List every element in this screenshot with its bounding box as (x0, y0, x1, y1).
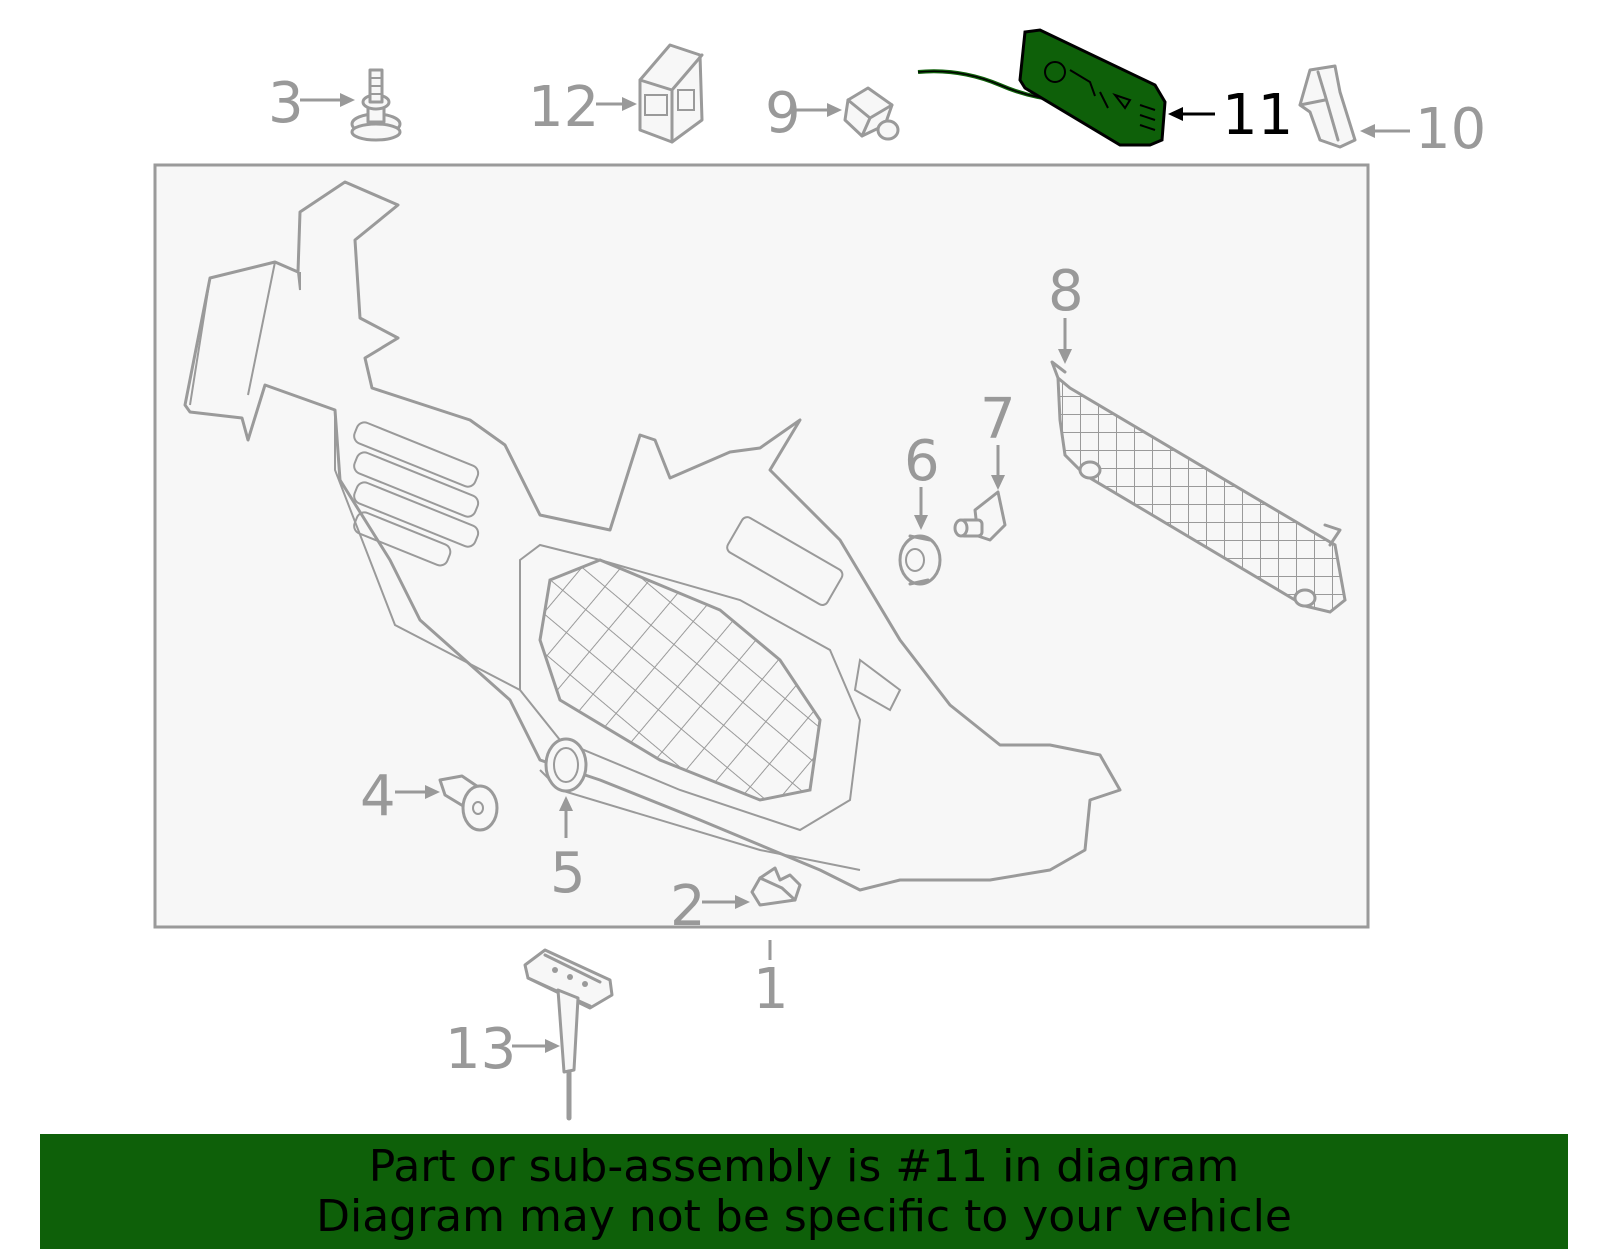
callout-11: 11 (1222, 83, 1293, 148)
callout-1: 1 (753, 957, 789, 1022)
part-4-fastener[interactable] (438, 774, 499, 832)
part-10-bracket[interactable] (1298, 64, 1357, 149)
callout-12: 12 (528, 75, 599, 140)
callout-10: 10 (1415, 97, 1486, 162)
part-8-cargo-net[interactable] (1050, 360, 1347, 614)
part-5-washer[interactable] (544, 737, 588, 793)
callout-2: 2 (670, 874, 706, 939)
panel-mesh-pocket (538, 558, 822, 802)
part-9-pin[interactable] (843, 86, 900, 141)
callout-7: 7 (980, 387, 1016, 452)
banner-line-1: Part or sub-assembly is #11 in diagram (368, 1141, 1240, 1192)
leader-lines (300, 93, 1410, 1053)
part-13-tool[interactable] (523, 948, 614, 1121)
part-3-bolt[interactable] (350, 68, 402, 142)
part-6-grommet[interactable] (898, 534, 942, 586)
banner-line-2: Diagram may not be specific to your vehi… (316, 1191, 1292, 1242)
info-banner: Part or sub-assembly is #11 in diagram D… (40, 1134, 1568, 1249)
callout-9: 9 (765, 81, 801, 146)
part-7-push-clip[interactable] (953, 490, 1007, 542)
callout-6: 6 (904, 429, 940, 494)
callout-5: 5 (550, 841, 586, 906)
callout-labels: 3 12 9 11 10 8 6 7 4 5 2 1 13 (268, 71, 1486, 1082)
panel-vent-slots (353, 421, 480, 567)
part-2-clip[interactable] (750, 866, 802, 907)
part-1-trim-panel[interactable] (183, 180, 1122, 892)
part-11-module[interactable] (917, 28, 1167, 147)
callout-3: 3 (268, 71, 304, 136)
callout-4: 4 (360, 764, 396, 829)
callout-13: 13 (445, 1017, 516, 1082)
callout-8: 8 (1048, 259, 1084, 324)
part-12-connector[interactable] (638, 43, 704, 144)
